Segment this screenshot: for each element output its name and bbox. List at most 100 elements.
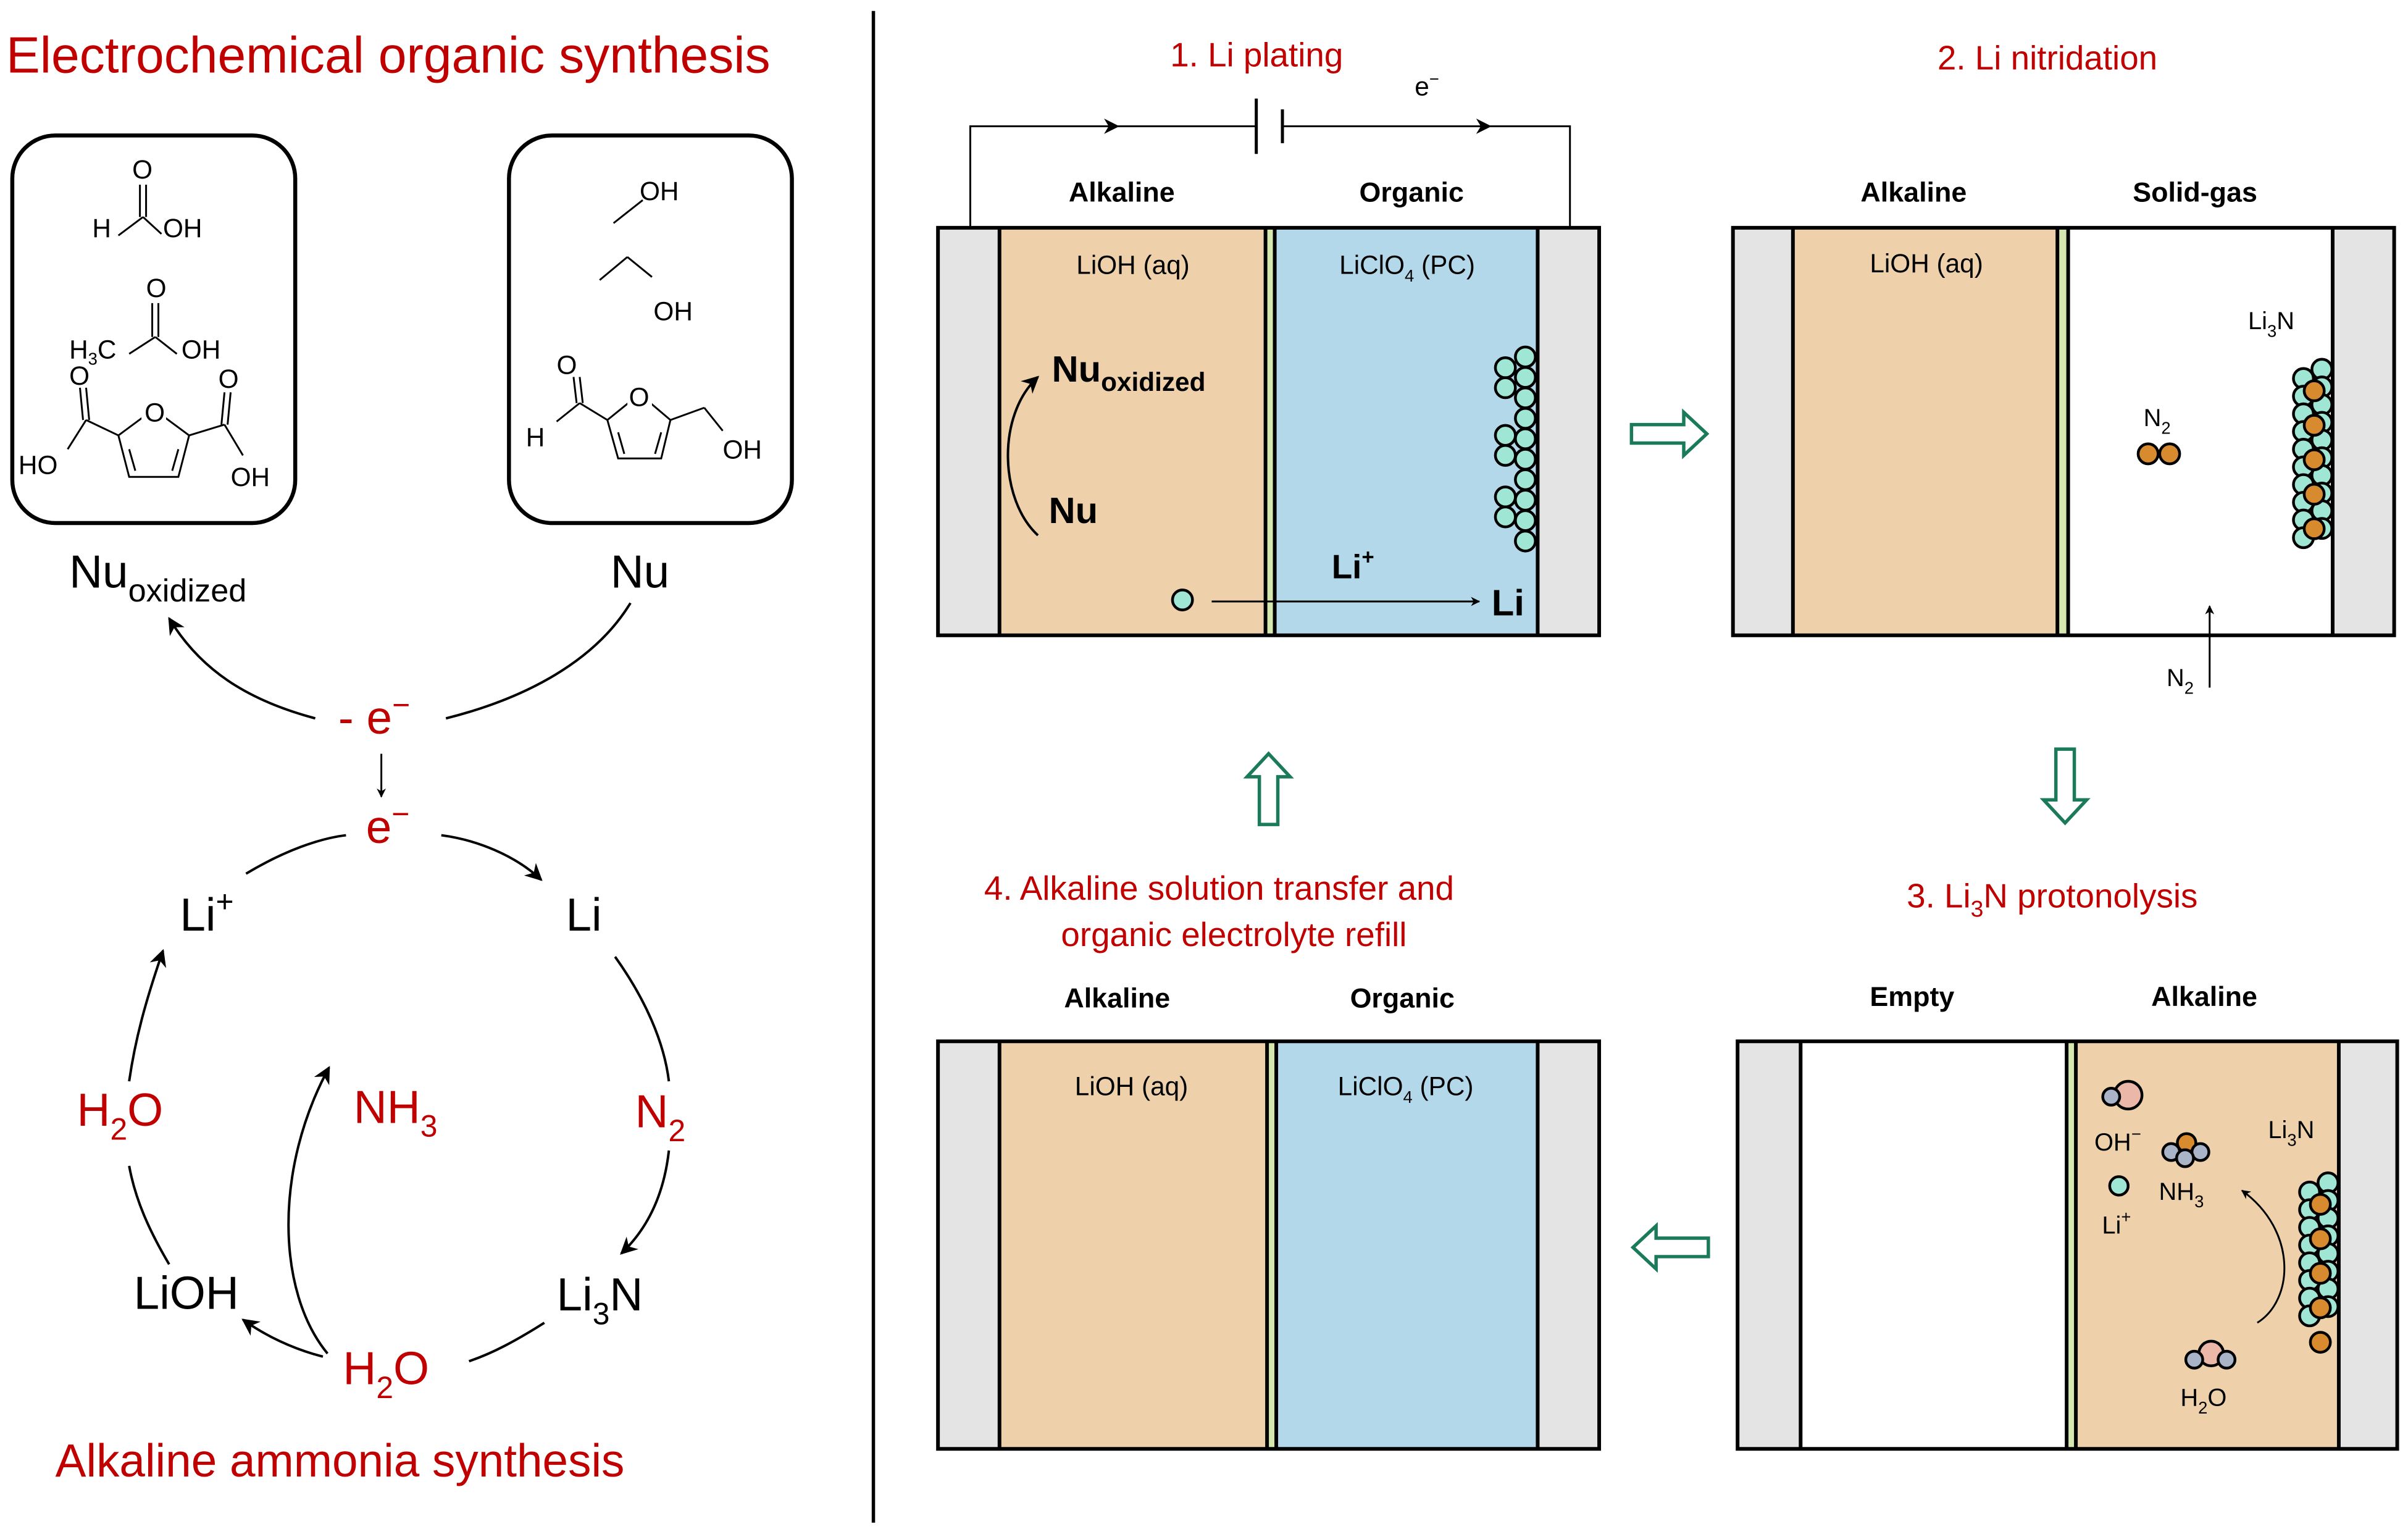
n-atom bbox=[2309, 1262, 2332, 1285]
li-atom bbox=[1514, 529, 1537, 553]
svg-text:Nuoxidized: Nuoxidized bbox=[1051, 348, 1205, 396]
svg-text:HO: HO bbox=[19, 450, 57, 479]
svg-text:Li+: Li+ bbox=[1332, 545, 1374, 585]
svg-text:O: O bbox=[69, 361, 90, 390]
ammonia-molecule bbox=[2161, 1132, 2210, 1168]
nu-oxidation-arrow bbox=[1006, 375, 1040, 537]
svg-text:LiOH (aq): LiOH (aq) bbox=[1870, 249, 1983, 278]
arrow-to-nu-oxidized bbox=[168, 617, 316, 720]
li-ion bbox=[1171, 589, 1194, 611]
svg-text:Alkaline: Alkaline bbox=[1064, 982, 1170, 1013]
li-atom bbox=[1514, 366, 1537, 389]
li3n-layer-step3 bbox=[2298, 1171, 2339, 1354]
fdca-structure: O O HO O OH bbox=[19, 361, 270, 492]
svg-text:Li+: Li+ bbox=[2102, 1207, 2131, 1239]
svg-text:Solid-gas: Solid-gas bbox=[2133, 177, 2257, 208]
svg-text:H3C: H3C bbox=[69, 335, 116, 369]
hydroxide-ion bbox=[2101, 1079, 2144, 1111]
svg-text:LiOH (aq): LiOH (aq) bbox=[1075, 1071, 1188, 1100]
cycle-n2: N2 bbox=[635, 1086, 686, 1148]
li-atom bbox=[1514, 468, 1537, 492]
title-alkaline-ammonia-synthesis: Alkaline ammonia synthesis bbox=[56, 1435, 625, 1486]
svg-text:OH: OH bbox=[231, 463, 270, 492]
n-atom bbox=[2302, 414, 2326, 437]
cycle-li-plus: Li+ bbox=[180, 884, 233, 940]
arc-from-nu bbox=[445, 602, 632, 720]
li-atom bbox=[1494, 505, 1517, 529]
flow-arrow-down bbox=[2039, 747, 2091, 826]
svg-text:OH: OH bbox=[653, 296, 693, 325]
ammonia-cycle: Li+ Li N2 Li3N H2O LiOH H2O NH3 bbox=[77, 834, 686, 1405]
n-atom bbox=[2309, 1331, 2332, 1354]
methanol-structure: OH bbox=[612, 177, 679, 224]
cycle-li3n: Li3N bbox=[557, 1268, 643, 1331]
svg-text:H: H bbox=[526, 422, 545, 451]
cycle-h2o-bottom: H2O bbox=[343, 1343, 429, 1405]
cycle-h2o-left: H2O bbox=[77, 1084, 164, 1146]
oxidized-products-box: O H OH O H3C OH O bbox=[10, 133, 298, 526]
step-4-title-line1: 4. Alkaline solution transfer and bbox=[984, 869, 1454, 907]
li-atom bbox=[1514, 488, 1537, 512]
formic-acid-structure: O H OH bbox=[92, 155, 202, 243]
svg-text:Organic: Organic bbox=[1350, 982, 1455, 1013]
li-ion-step3 bbox=[2108, 1175, 2130, 1197]
svg-text:Li: Li bbox=[1492, 582, 1524, 623]
svg-text:Empty: Empty bbox=[1870, 981, 1954, 1012]
svg-text:Alkaline: Alkaline bbox=[2151, 981, 2257, 1012]
svg-text:Alkaline: Alkaline bbox=[1860, 177, 1967, 208]
left-panel: Electrochemical organic synthesis O H OH… bbox=[6, 27, 794, 1486]
li-atom bbox=[1514, 427, 1537, 450]
svg-text:OH: OH bbox=[163, 214, 203, 243]
svg-text:OH−: OH− bbox=[2094, 1125, 2141, 1156]
n-atom bbox=[2309, 1192, 2332, 1216]
step-3-title: 3. Li3N protonolysis bbox=[1907, 877, 2197, 922]
svg-text:Li3N: Li3N bbox=[2268, 1116, 2314, 1149]
cell-4 bbox=[936, 1039, 1602, 1451]
flow-arrow-up bbox=[1243, 751, 1294, 826]
svg-text:N2: N2 bbox=[2144, 404, 2171, 437]
step-4-title-line2: organic electrolyte refill bbox=[1061, 915, 1407, 953]
n-atom bbox=[2309, 1296, 2332, 1320]
svg-text:H: H bbox=[92, 214, 111, 243]
svg-text:O: O bbox=[629, 383, 650, 412]
n-atom bbox=[2302, 517, 2326, 540]
electron-label: e− bbox=[366, 797, 410, 853]
n-atom bbox=[2302, 379, 2326, 403]
cycle-li: Li bbox=[566, 889, 601, 940]
li-atom bbox=[1494, 424, 1517, 447]
cell-3 bbox=[1736, 1039, 2399, 1451]
li-atom bbox=[1514, 448, 1537, 471]
substrates-box: OH OH O O H OH bbox=[507, 133, 794, 526]
li-atom bbox=[1514, 509, 1537, 532]
svg-text:O: O bbox=[146, 274, 167, 303]
cell-2 bbox=[1731, 225, 2396, 637]
flow-arrow-right bbox=[1629, 408, 1710, 459]
flow-arrow-left bbox=[1630, 1221, 1710, 1273]
svg-text:OH: OH bbox=[640, 177, 679, 206]
svg-text:O: O bbox=[219, 364, 239, 393]
minus-electron-label: - e− bbox=[338, 687, 410, 744]
protonolysis-arrow bbox=[2241, 1189, 2286, 1324]
li-atom bbox=[1514, 345, 1537, 369]
plated-li-atoms bbox=[1494, 345, 1537, 553]
svg-text:O: O bbox=[144, 398, 165, 427]
cycle-nh3: NH3 bbox=[354, 1081, 438, 1143]
step-2-li-nitridation: 2. Li nitridation Alkaline Solid-gas LiO… bbox=[1731, 38, 2396, 697]
step-4-transfer-refill: 4. Alkaline solution transfer and organi… bbox=[936, 869, 1602, 1451]
cell-1 bbox=[936, 225, 1602, 637]
external-circuit: e− bbox=[969, 69, 1571, 228]
step-1-title: 1. Li plating bbox=[1170, 35, 1343, 73]
svg-text:NH3: NH3 bbox=[2159, 1178, 2204, 1211]
li-atom bbox=[1494, 356, 1517, 379]
acetic-acid-structure: O H3C OH bbox=[69, 274, 220, 369]
li-atom bbox=[1514, 386, 1537, 409]
svg-text:O: O bbox=[132, 155, 153, 184]
li-atom bbox=[1494, 443, 1517, 467]
step-1-li-plating: 1. Li plating e− Alkaline Organic LiOH (… bbox=[936, 35, 1602, 637]
svg-text:LiClO4 (PC): LiClO4 (PC) bbox=[1339, 251, 1475, 285]
water-molecule bbox=[2184, 1339, 2237, 1370]
svg-text:Organic: Organic bbox=[1360, 177, 1464, 208]
nu-oxidized-label: Nuoxidized bbox=[69, 546, 246, 609]
svg-text:OH: OH bbox=[182, 335, 221, 364]
